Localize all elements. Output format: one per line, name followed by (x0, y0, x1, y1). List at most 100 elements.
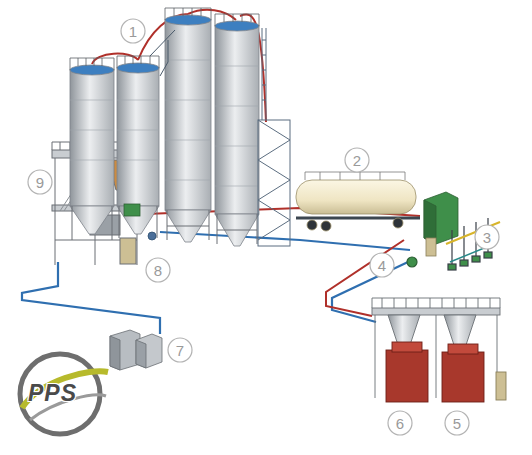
callout-number: 2 (353, 153, 361, 168)
callout-circle-outline (28, 170, 52, 194)
blower-unit (424, 192, 458, 256)
silos (70, 206, 114, 234)
blue-pipes (160, 232, 410, 250)
packing-stations (392, 342, 422, 352)
callout-circle: 4 (369, 252, 395, 278)
callout-number: 7 (176, 343, 184, 358)
packing-stations (448, 344, 478, 354)
callout-circle-outline (445, 411, 469, 435)
callout-circle-outline (475, 225, 499, 249)
packing-stations (372, 298, 506, 402)
valve-group (124, 204, 156, 240)
stair-tower (262, 28, 266, 120)
silos (165, 8, 211, 20)
silos (167, 210, 257, 244)
silos (165, 20, 211, 210)
dosing-units (407, 257, 417, 267)
silos (117, 68, 159, 206)
silos (70, 8, 259, 246)
callout-circle: 8 (145, 257, 171, 283)
tanker-truck (296, 172, 420, 231)
dosing-units (484, 252, 492, 258)
silos (150, 30, 175, 76)
silos (70, 70, 114, 206)
stair-tower (258, 28, 290, 246)
blower-unit (424, 192, 458, 244)
blower-unit (424, 200, 436, 244)
silos (117, 56, 159, 68)
compressor-units (136, 340, 146, 368)
callout-circle-outline (121, 19, 145, 43)
stair-tower (258, 120, 290, 240)
callout-circle-outline (168, 338, 192, 362)
compressor-units (110, 330, 140, 370)
tanker-truck (305, 172, 405, 180)
stair-tower (258, 120, 290, 246)
callout-circle: 5 (444, 410, 470, 436)
red-pipes (92, 10, 236, 64)
compressor-units (110, 330, 162, 370)
callout-number: 5 (453, 416, 461, 431)
packing-stations (386, 350, 428, 402)
silos (215, 14, 259, 26)
red-pipes (326, 240, 404, 316)
logo-text: PPS (28, 380, 77, 407)
packing-stations (372, 298, 500, 308)
silos (117, 63, 159, 73)
dosing-units (407, 218, 500, 270)
callout-number: 4 (378, 258, 386, 273)
tanker-truck (307, 220, 317, 230)
silos (70, 100, 159, 160)
callout-circle-outline (345, 148, 369, 172)
logo-swoosh (20, 354, 108, 434)
silos (165, 60, 259, 186)
callout-circle: 7 (167, 337, 193, 363)
tanker-truck (321, 221, 331, 231)
compressor-units (136, 334, 162, 368)
packing-stations (372, 308, 500, 315)
callout-circle: 6 (387, 410, 413, 436)
callout-circle: 3 (474, 224, 500, 250)
blue-pipes (22, 232, 410, 334)
valve-group (148, 232, 156, 240)
callout-circle: 1 (120, 18, 146, 44)
callout-number: 3 (483, 230, 491, 245)
compressor-units (110, 336, 120, 370)
callout-number: 1 (129, 24, 137, 39)
silos (72, 206, 257, 244)
callout-circle: 2 (344, 147, 370, 173)
valve-group (124, 204, 140, 216)
callout-circle: 9 (27, 169, 53, 195)
red-pipes (92, 10, 420, 316)
packing-stations (444, 315, 476, 345)
silos (215, 21, 259, 31)
tanker-truck (296, 180, 416, 214)
packing-stations (496, 372, 506, 400)
mixing-station (120, 238, 136, 264)
callout-circle-outline (388, 411, 412, 435)
logo-swoosh (20, 354, 100, 434)
callout-circle-outline (370, 253, 394, 277)
callout-number: 6 (396, 416, 404, 431)
silos (165, 15, 211, 25)
callout-number: 8 (154, 263, 162, 278)
dosing-units (448, 264, 456, 270)
silos (72, 206, 157, 240)
dosing-units (460, 260, 468, 266)
blue-pipes (22, 262, 160, 334)
callout-circle-outline (146, 258, 170, 282)
silos (70, 58, 114, 70)
logo-swoosh (22, 371, 108, 408)
silos (70, 65, 114, 75)
blower-unit (426, 238, 436, 256)
silos (70, 8, 259, 70)
callout-number: 9 (36, 175, 44, 190)
tanker-truck (393, 218, 403, 228)
packing-stations (388, 315, 420, 345)
silos (70, 60, 259, 186)
packing-stations (442, 352, 484, 402)
dosing-units (472, 256, 480, 262)
